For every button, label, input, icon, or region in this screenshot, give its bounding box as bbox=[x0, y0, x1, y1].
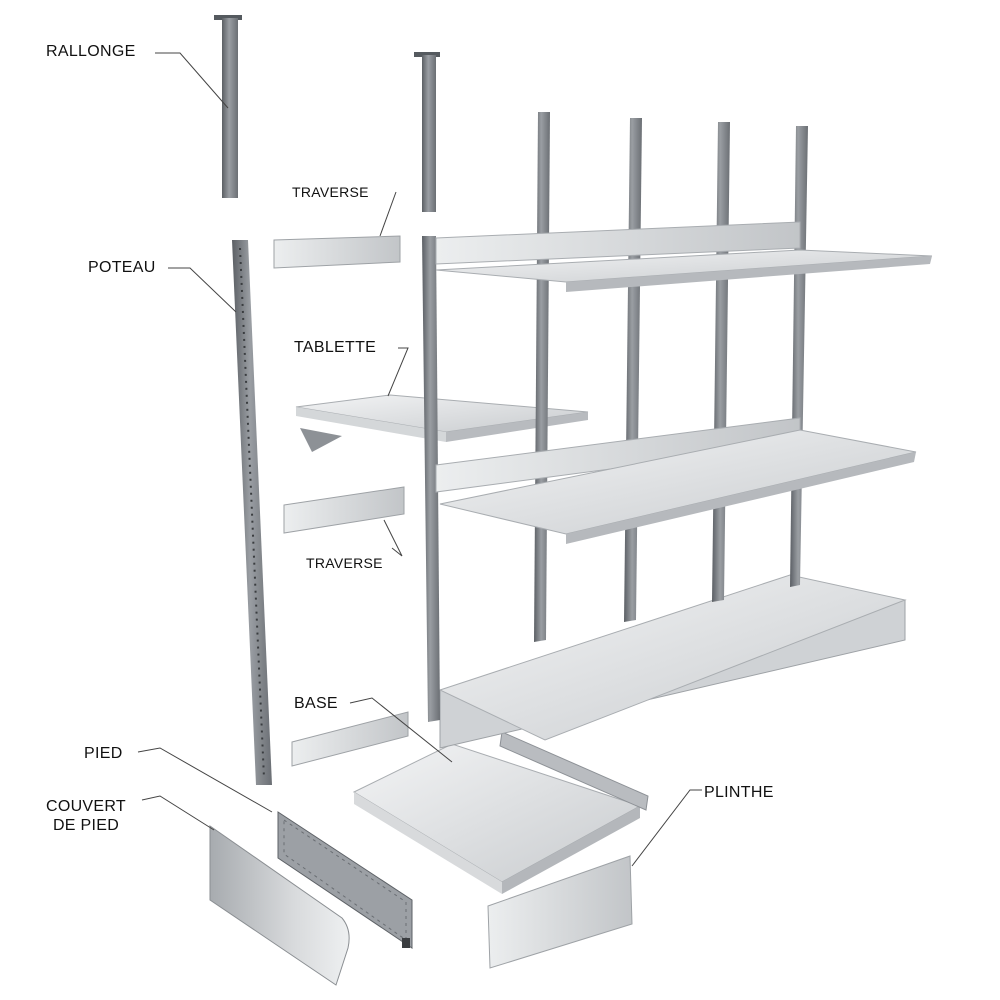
label-couvert-line1: COUVERT bbox=[45, 798, 127, 815]
plinthe-part bbox=[487, 855, 633, 969]
label-rallonge: RALLONGE bbox=[46, 43, 136, 60]
couvert-de-pied-part bbox=[209, 825, 350, 986]
leader-pied bbox=[137, 747, 273, 813]
label-poteau: POTEAU bbox=[88, 259, 156, 276]
poteau-part bbox=[232, 240, 272, 785]
label-plinthe: PLINTHE bbox=[704, 784, 774, 801]
leader-plinthe bbox=[631, 789, 702, 867]
label-traverse-bottom: TRAVERSE bbox=[306, 555, 383, 571]
leader-traverse-top bbox=[379, 191, 397, 237]
rallonge-part-2 bbox=[414, 52, 440, 212]
label-couvert-de-pied: COUVERT DE PIED bbox=[36, 797, 136, 835]
leader-rallonge bbox=[155, 52, 229, 109]
base-part bbox=[291, 711, 642, 894]
leader-lines bbox=[137, 52, 702, 867]
traverse-top-part bbox=[273, 235, 401, 269]
leader-poteau bbox=[168, 267, 237, 313]
label-pied: PIED bbox=[84, 745, 123, 762]
leader-traverse-bottom bbox=[383, 519, 403, 557]
leader-base bbox=[349, 697, 453, 763]
rallonge-part bbox=[214, 15, 242, 198]
label-traverse-top: TRAVERSE bbox=[292, 184, 369, 200]
label-base: BASE bbox=[294, 695, 338, 712]
traverse-bottom-part bbox=[283, 486, 405, 534]
pied-part bbox=[277, 811, 413, 949]
label-couvert-line2: DE PIED bbox=[52, 817, 120, 834]
assembled-unit bbox=[422, 112, 933, 749]
label-tablette: TABLETTE bbox=[294, 339, 377, 356]
leader-tablette bbox=[387, 347, 409, 397]
traverse-base-part bbox=[499, 731, 649, 811]
tablette-part bbox=[295, 394, 589, 452]
leader-couvert bbox=[141, 795, 215, 831]
